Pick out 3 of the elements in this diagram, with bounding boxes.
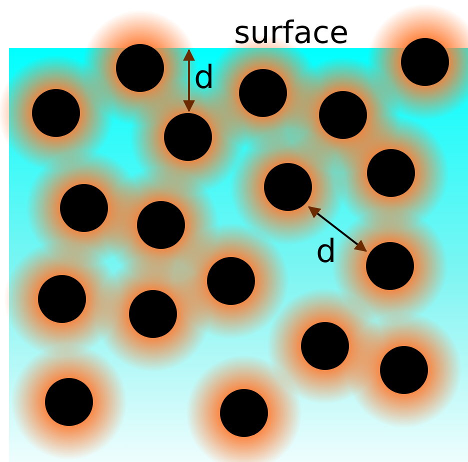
surface-label: surface	[234, 18, 349, 49]
dimension-label: d	[194, 61, 214, 93]
dimension-label: d	[316, 235, 336, 267]
